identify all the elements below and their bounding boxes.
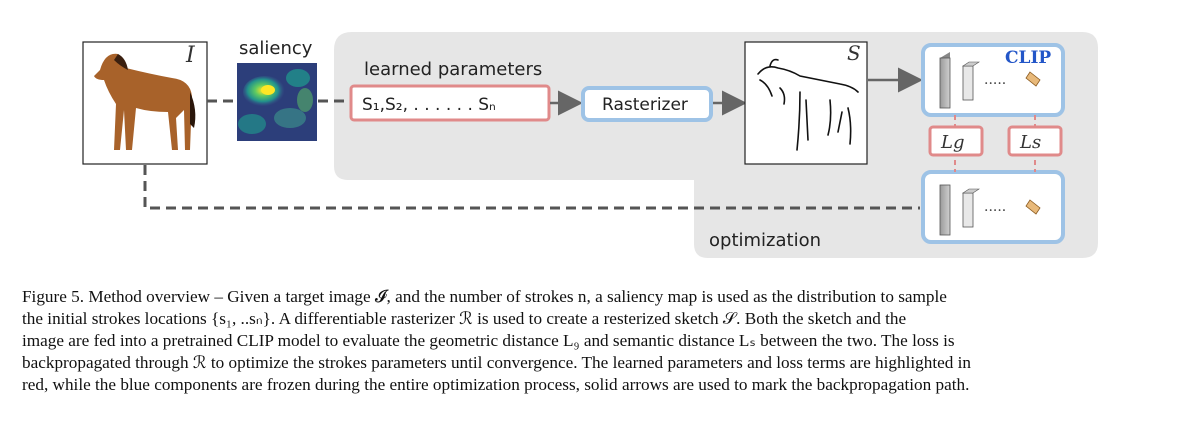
- horse-image: [94, 53, 196, 150]
- saliency-label: saliency: [239, 38, 313, 59]
- caption-line: Figure 5. Method overview – Given a targ…: [22, 287, 947, 306]
- method-overview-figure: I saliency learned parameters S₁,S₂, . .…: [82, 32, 1098, 258]
- caption-line: red, while the blue components are froze…: [22, 375, 970, 394]
- clip-encoder-bottom: [921, 170, 1065, 244]
- network-blocks-icon: ·····: [939, 52, 1041, 109]
- loss-g-label: Lg: [940, 132, 964, 153]
- sketch-image: [757, 58, 859, 151]
- params-text: S₁,S₂, . . . . . . Sₙ: [362, 95, 496, 115]
- caption-line: the initial strokes locations {s₁, ..sₙ}…: [22, 309, 907, 328]
- loss-s-label: Ls: [1019, 132, 1041, 153]
- rasterizer-box: [581, 86, 713, 122]
- caption-line: backpropagated through ℛ to optimize the…: [22, 353, 972, 372]
- params-label: learned parameters: [364, 59, 542, 80]
- network-blocks-icon: ·····: [939, 184, 1041, 236]
- rasterizer-label: Rasterizer: [602, 95, 688, 115]
- caption-line: image are fed into a pretrained CLIP mod…: [22, 331, 955, 350]
- clip-label: CLIP: [1005, 48, 1051, 68]
- optimization-label: optimization: [709, 230, 821, 251]
- image-symbol: I: [185, 43, 196, 68]
- svg-text:·····: ·····: [984, 203, 1006, 219]
- figure-caption: Figure 5. Method overview – Given a targ…: [22, 286, 1172, 396]
- loss-g-box: [928, 125, 984, 157]
- sketch-symbol: S: [847, 41, 861, 65]
- loss-s-box: [1007, 125, 1063, 157]
- clip-encoder-top: [921, 43, 1065, 117]
- params-box: [349, 84, 551, 122]
- saliency-map: [237, 63, 317, 141]
- svg-text:·····: ·····: [984, 76, 1006, 92]
